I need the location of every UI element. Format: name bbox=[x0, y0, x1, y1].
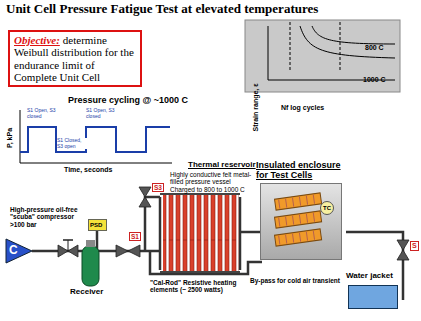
text-label: Highly conductive felt metal-filled pres… bbox=[170, 171, 254, 193]
text-label: S1 bbox=[129, 232, 141, 241]
test-cells bbox=[261, 184, 343, 264]
text-label: High-pressure oil-free "scuba" compresso… bbox=[10, 206, 88, 228]
enclosure-heading: Insulated enclosure for Test Cells bbox=[256, 160, 352, 180]
text-label: P, kPa bbox=[6, 128, 14, 148]
objective-box: Objective:determine Weibull distribution… bbox=[8, 30, 142, 87]
pressure-switch-box: PSD bbox=[88, 219, 107, 231]
curve-label: 800 C bbox=[365, 44, 421, 52]
water-jacket: Water jacket bbox=[344, 272, 406, 312]
text-label: S bbox=[410, 241, 419, 251]
receiver-label: Receiver bbox=[70, 288, 114, 297]
text-label: "Cal-Rod" Resistive heating elements (~ … bbox=[150, 279, 246, 294]
text-label: Time, seconds bbox=[64, 166, 113, 174]
title: Unit Cell Pressure Fatigue Test at eleva… bbox=[6, 2, 318, 17]
water-jacket-box bbox=[348, 285, 398, 309]
axis-label: Strain range, ε bbox=[252, 0, 260, 132]
thermocouple-label: TC bbox=[323, 205, 335, 212]
test-enclosure: Insulated enclosure for Test CellsTC bbox=[256, 160, 352, 260]
objective-heading: Objective: bbox=[14, 34, 60, 46]
valves bbox=[58, 187, 409, 260]
pressure-switch-label: PSD bbox=[90, 222, 107, 229]
enclosure-box bbox=[260, 183, 342, 260]
compressor-triangle bbox=[4, 237, 34, 265]
receiver-tank: Receiver bbox=[68, 240, 112, 300]
curve-label: 1000 C bbox=[363, 76, 421, 84]
text-label: S1 Open, S3 closed bbox=[27, 108, 57, 119]
chart-inset: Strain range, ε800 C1000 CNf log cycles bbox=[245, 20, 400, 92]
text-label: By-pass for cold air transient bbox=[250, 277, 342, 284]
text-label: S3 bbox=[152, 183, 164, 192]
text-label: Pressure cycling @ ~1000 C bbox=[68, 95, 188, 105]
text-label: Thermal reservoir bbox=[188, 161, 256, 170]
text-label: S1 Open, S3 closed bbox=[86, 108, 116, 119]
compressor-symbol: C bbox=[4, 237, 34, 265]
axis-label: Nf log cycles bbox=[281, 104, 421, 112]
receiver-cylinder bbox=[68, 240, 112, 288]
water-jacket-label: Water jacket bbox=[346, 272, 408, 281]
compressor-letter: C bbox=[9, 244, 39, 257]
text-label: S1 Closed, S3 open bbox=[57, 138, 87, 149]
heater-rods bbox=[163, 194, 239, 272]
